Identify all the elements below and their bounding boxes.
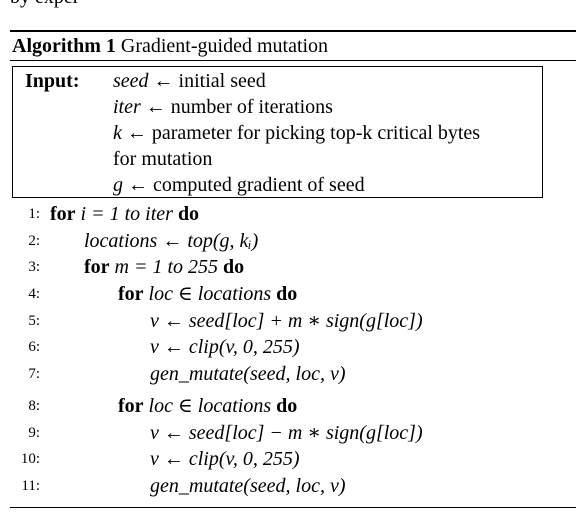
algorithm-line-6: v ← clip(v, 0, 255): [150, 334, 300, 360]
algorithm-caption-rule: [10, 60, 576, 61]
input-desc: computed gradient of seed: [153, 174, 365, 196]
line-number: 10:: [20, 451, 40, 467]
algorithm-line-2: locations ← top(g, kᵢ): [84, 228, 258, 254]
line-number: 7:: [28, 366, 40, 382]
code-expression: v ← seed[loc] + m ∗ sign(g[loc]): [150, 310, 423, 332]
input-line-g: g ← computed gradient of seed: [113, 172, 365, 198]
preceding-text-fragment: by exper: [10, 0, 79, 9]
algorithm-line-5: v ← seed[loc] + m ∗ sign(g[loc]): [150, 308, 423, 334]
algorithm-line-4: for loc ∈ locations do: [118, 281, 297, 307]
line-number: 11:: [21, 478, 40, 494]
algorithm-bottom-rule: [10, 507, 576, 508]
line-number: 6:: [28, 339, 40, 355]
input-box: Input: seed ← initial seed iter ← number…: [12, 66, 543, 198]
input-line-iter: iter ← number of iterations: [113, 94, 333, 120]
input-desc: number of iterations: [170, 96, 333, 118]
algorithm-line-11: gen_mutate(seed, loc, v): [150, 473, 345, 499]
input-label: Input:: [25, 70, 80, 92]
algorithm-line-7: gen_mutate(seed, loc, v): [150, 361, 345, 387]
input-var: iter: [113, 96, 141, 118]
algorithm-line-10: v ← clip(v, 0, 255): [150, 446, 300, 472]
keyword-for: for: [84, 256, 110, 278]
line-number: 3:: [28, 259, 40, 275]
input-arrow: ←: [153, 70, 174, 92]
keyword-for: for: [118, 395, 144, 417]
keyword-do: do: [223, 256, 245, 278]
algorithm-label: Algorithm 1: [12, 35, 116, 57]
line-number: 9:: [28, 425, 40, 441]
algorithm-line-9: v ← seed[loc] − m ∗ sign(g[loc]): [150, 420, 423, 446]
code-expression: m = 1 to 255: [114, 256, 219, 278]
keyword-do: do: [276, 395, 298, 417]
keyword-do: do: [177, 203, 200, 225]
line-number: 2:: [28, 233, 40, 249]
algorithm-title: Gradient-guided mutation: [120, 35, 329, 57]
line-number: 4:: [28, 286, 40, 302]
code-expression: v ← seed[loc] − m ∗ sign(g[loc]): [150, 422, 423, 444]
keyword-for: for: [118, 283, 144, 305]
line-number: 5:: [28, 313, 40, 329]
code-expression: v ← clip(v, 0, 255): [150, 336, 300, 358]
algorithm-line-1: for i = 1 to iter do: [50, 201, 199, 227]
keyword-for: for: [50, 203, 76, 225]
input-var: k: [113, 122, 122, 144]
input-arrow: ←: [126, 122, 147, 144]
input-line-seed: seed ← initial seed: [113, 68, 266, 94]
input-var: seed: [113, 70, 149, 92]
algorithm-line-8: for loc ∈ locations do: [118, 393, 297, 419]
input-desc: initial seed: [178, 70, 266, 92]
line-number: 1:: [28, 206, 40, 222]
input-desc: for mutation: [113, 148, 213, 170]
code-expression: gen_mutate(seed, loc, v): [150, 363, 346, 385]
code-expression: i = 1 to iter: [80, 203, 173, 225]
input-desc: parameter for picking top-k critical byt…: [151, 122, 481, 144]
keyword-do: do: [276, 283, 298, 305]
input-line-k: k ← parameter for picking top-k critical…: [113, 120, 480, 146]
code-expression: loc ∈ locations: [148, 395, 272, 417]
code-expression: gen_mutate(seed, loc, v): [150, 475, 346, 497]
line-number: 8:: [28, 398, 40, 414]
algorithm-top-rule: [10, 30, 576, 32]
input-var: g: [113, 174, 123, 196]
algorithm-line-3: for m = 1 to 255 do: [84, 254, 244, 280]
code-expression: loc ∈ locations: [148, 283, 272, 305]
input-arrow: ←: [128, 174, 148, 196]
input-arrow: ←: [145, 96, 166, 118]
input-line-k-continued: for mutation: [113, 146, 212, 172]
code-expression: locations ← top(g, kᵢ): [84, 230, 259, 252]
algorithm-caption: Algorithm 1 Gradient-guided mutation: [12, 33, 328, 59]
code-expression: v ← clip(v, 0, 255): [150, 448, 300, 470]
